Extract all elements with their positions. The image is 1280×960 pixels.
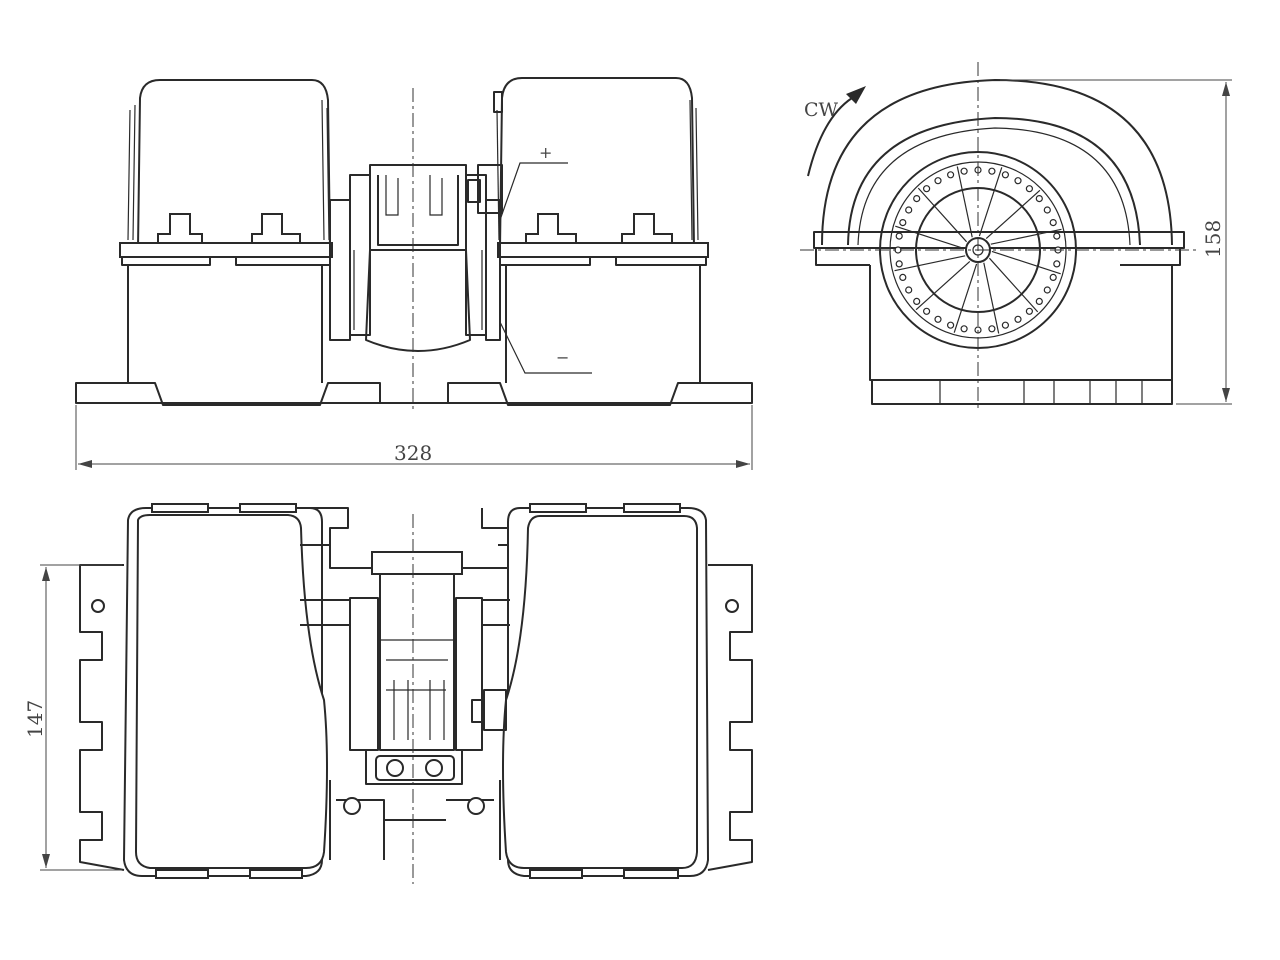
top-right-cover xyxy=(502,503,709,879)
impeller-rim-hole xyxy=(946,171,955,179)
top-motor xyxy=(300,507,510,860)
impeller-spokes xyxy=(894,166,1062,334)
impeller-rim-hole xyxy=(1014,177,1022,185)
impeller-rim-hole xyxy=(1001,171,1010,179)
width-dimension xyxy=(75,405,753,470)
rotation-label: CW xyxy=(804,99,839,121)
impeller-rim-hole xyxy=(899,219,907,227)
rotation-arrow-head xyxy=(846,86,866,104)
impeller-spoke xyxy=(985,189,1041,240)
impeller-spoke xyxy=(894,255,966,272)
scroll-housing-outer xyxy=(821,79,1173,246)
height-dimension-label: 158 xyxy=(1201,220,1225,258)
top-view: 147 xyxy=(23,503,753,884)
positive-terminal-label: + xyxy=(539,143,552,162)
impeller-rim-hole xyxy=(946,321,955,329)
impeller-rim-hole xyxy=(988,167,996,175)
depth-dimension-label: 147 xyxy=(23,700,47,738)
impeller-spoke xyxy=(983,262,1000,334)
impeller-rim-hole xyxy=(1025,185,1034,193)
impeller-rim-hole xyxy=(905,206,913,214)
impeller-rim-hole xyxy=(922,185,931,193)
impeller-rim-hole xyxy=(1035,297,1043,305)
impeller-rim-hole xyxy=(1025,307,1034,315)
impeller-spoke xyxy=(915,260,971,311)
impeller-spoke xyxy=(895,225,965,250)
rotation-arrow xyxy=(807,97,853,177)
impeller-spoke xyxy=(978,167,1003,237)
impeller-rim-holes xyxy=(894,166,1062,334)
top-left-cover xyxy=(123,503,328,879)
impeller-rim-hole xyxy=(922,307,931,315)
impeller-rim-hole xyxy=(899,273,907,281)
impeller-rim-hole xyxy=(1049,273,1057,281)
impeller-spoke xyxy=(990,228,1062,245)
impeller-rim-hole xyxy=(1043,206,1051,214)
front-base-left xyxy=(75,382,381,406)
impeller-rim-hole xyxy=(1035,195,1043,203)
impeller-rim-hole xyxy=(934,315,942,323)
impeller-spoke xyxy=(988,257,1039,313)
right-flange xyxy=(707,564,753,871)
width-dimension-label: 328 xyxy=(394,441,432,465)
impeller-rim-hole xyxy=(895,232,903,240)
impeller-spoke xyxy=(956,166,973,238)
front-left-housing xyxy=(119,79,333,383)
impeller-rim-hole xyxy=(1043,286,1051,294)
front-base-right xyxy=(447,382,753,406)
impeller-rim-hole xyxy=(1001,321,1010,329)
impeller-rim-hole xyxy=(913,297,921,305)
terminal-leaders xyxy=(499,162,592,374)
depth-dimension xyxy=(40,564,122,871)
impeller-rim-hole xyxy=(934,177,942,185)
front-view: + − 328 xyxy=(75,77,753,470)
impeller-rim-hole xyxy=(1053,232,1061,240)
impeller-spoke xyxy=(917,187,968,243)
negative-terminal-label: − xyxy=(556,348,569,367)
side-view: CW 158 xyxy=(800,62,1232,412)
impeller-rim-hole xyxy=(1014,315,1022,323)
impeller-rim-hole xyxy=(895,260,903,268)
impeller-spoke xyxy=(953,263,978,333)
impeller-rim-hole xyxy=(1049,219,1057,227)
impeller-rim-hole xyxy=(960,325,968,333)
height-dimension xyxy=(1000,79,1232,405)
front-right-housing xyxy=(493,77,709,383)
front-motor xyxy=(329,164,503,352)
left-flange xyxy=(79,564,125,871)
impeller-rim-hole xyxy=(905,286,913,294)
impeller-rim-hole xyxy=(960,167,968,175)
impeller-rim-hole xyxy=(913,195,921,203)
impeller-spoke xyxy=(991,250,1061,275)
impeller-rim-hole xyxy=(988,325,996,333)
impeller-rim-hole xyxy=(1053,260,1061,268)
